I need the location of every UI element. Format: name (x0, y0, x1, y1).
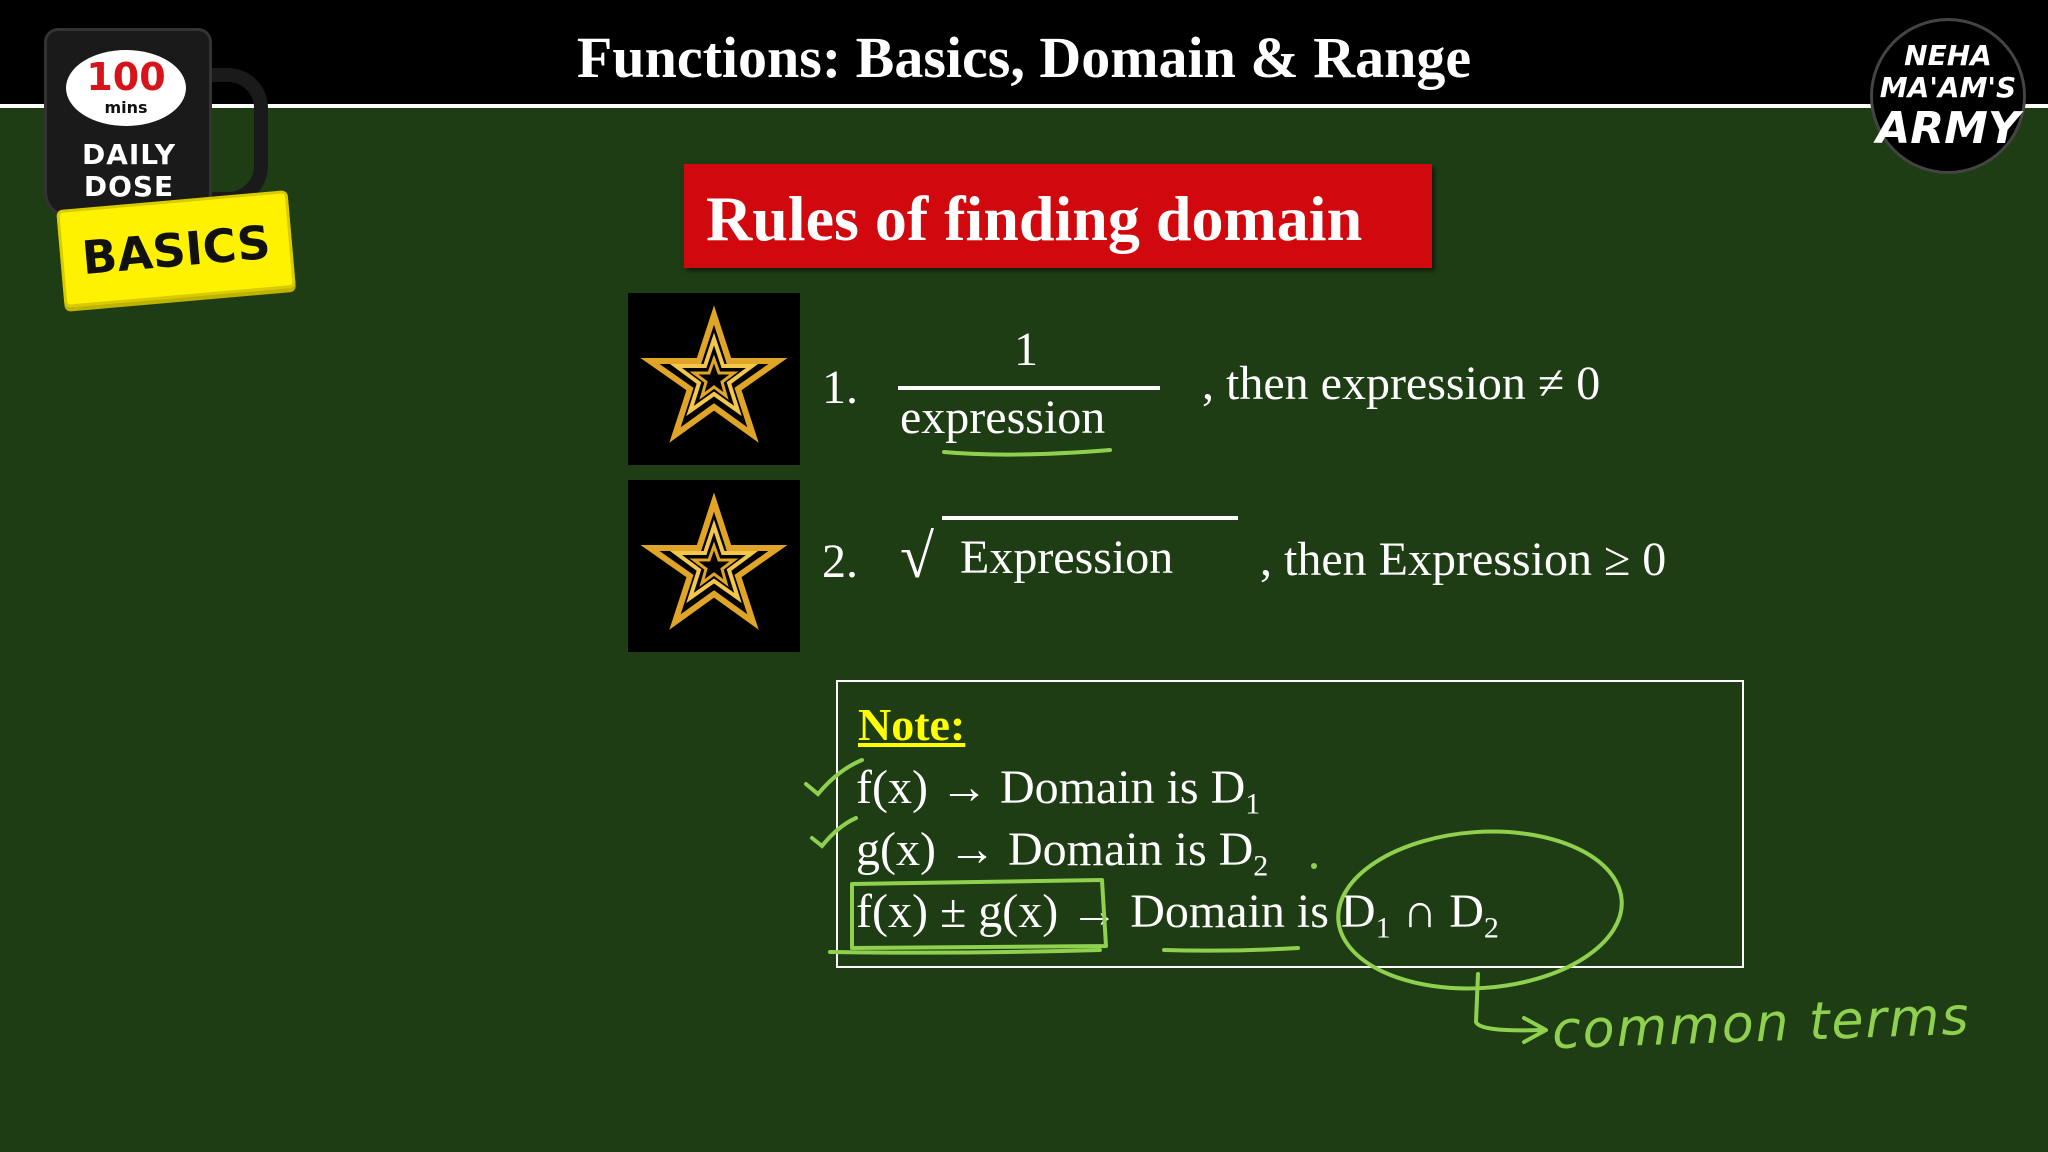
army-badge: NEHA MA'AM'S ARMY (1870, 18, 2026, 174)
note-line-1-text: f(x) → Domain is D (856, 761, 1246, 814)
star-icon (628, 293, 800, 465)
note-box: Note: f(x) → Domain is D1 g(x) → Domain … (836, 680, 1744, 968)
logo-count: 100 (86, 55, 166, 99)
note-line-2: g(x) → Domain is D2 (856, 822, 1268, 884)
rule-2-radicand: Expression (960, 531, 1174, 584)
note-line-3-subscript-2: 2 (1483, 911, 1499, 945)
title-bar: Functions: Basics, Domain & Range (0, 0, 2048, 108)
rule-2-condition: , then Expression ≥ 0 (1260, 533, 1667, 586)
rule-2-number: 2. (822, 535, 858, 588)
rule-1-condition: , then expression ≠ 0 (1202, 357, 1601, 410)
note-line-3-text: f(x) ± g(x) → Domain is D (856, 885, 1376, 938)
fraction-bar (898, 386, 1160, 390)
mug-body: 100 mins DAILY DOSE (44, 28, 212, 218)
star-icon (628, 480, 800, 652)
heading-box: Rules of finding domain (684, 164, 1432, 268)
underline-expression (942, 448, 1112, 457)
rule-1-denominator: expression (900, 391, 1106, 444)
handwritten-note: common terms (1551, 986, 1972, 1062)
note-line-3-intersection: ∩ D (1390, 885, 1484, 938)
logo-daily: DAILY (81, 138, 177, 171)
sqrt-vinculum (942, 516, 1238, 520)
basics-banner: BASICS (56, 190, 296, 308)
note-line-3: f(x) ± g(x) → Domain is D1 ∩ D2 (856, 884, 1499, 946)
basics-label: BASICS (79, 214, 273, 286)
arrow-to-note (1474, 972, 1548, 1044)
sqrt-symbol: √ (900, 523, 935, 591)
lecture-title: Functions: Basics, Domain & Range (576, 25, 1472, 90)
badge-line-3: ARMY (1876, 103, 2020, 154)
note-line-2-text: g(x) → Domain is D (856, 823, 1254, 876)
note-line-1: f(x) → Domain is D1 (856, 760, 1260, 822)
note-line-2-subscript: 2 (1253, 849, 1269, 883)
logo-unit: mins (104, 98, 148, 117)
logo-circle: 100 mins (66, 50, 186, 126)
note-line-1-subscript: 1 (1245, 787, 1261, 821)
slide-heading: Rules of finding domain (706, 183, 1363, 254)
rule-1-number: 1. (822, 361, 858, 414)
rule-1-numerator: 1 (1014, 323, 1038, 376)
logo-dose: DOSE (83, 170, 175, 203)
badge-line-2: MA'AM'S (1879, 71, 2017, 104)
note-line-3-subscript-1: 1 (1375, 911, 1391, 945)
badge-line-1: NEHA (1904, 39, 1992, 72)
daily-dose-logo: 100 mins DAILY DOSE (44, 28, 268, 218)
note-label: Note: (858, 699, 966, 750)
